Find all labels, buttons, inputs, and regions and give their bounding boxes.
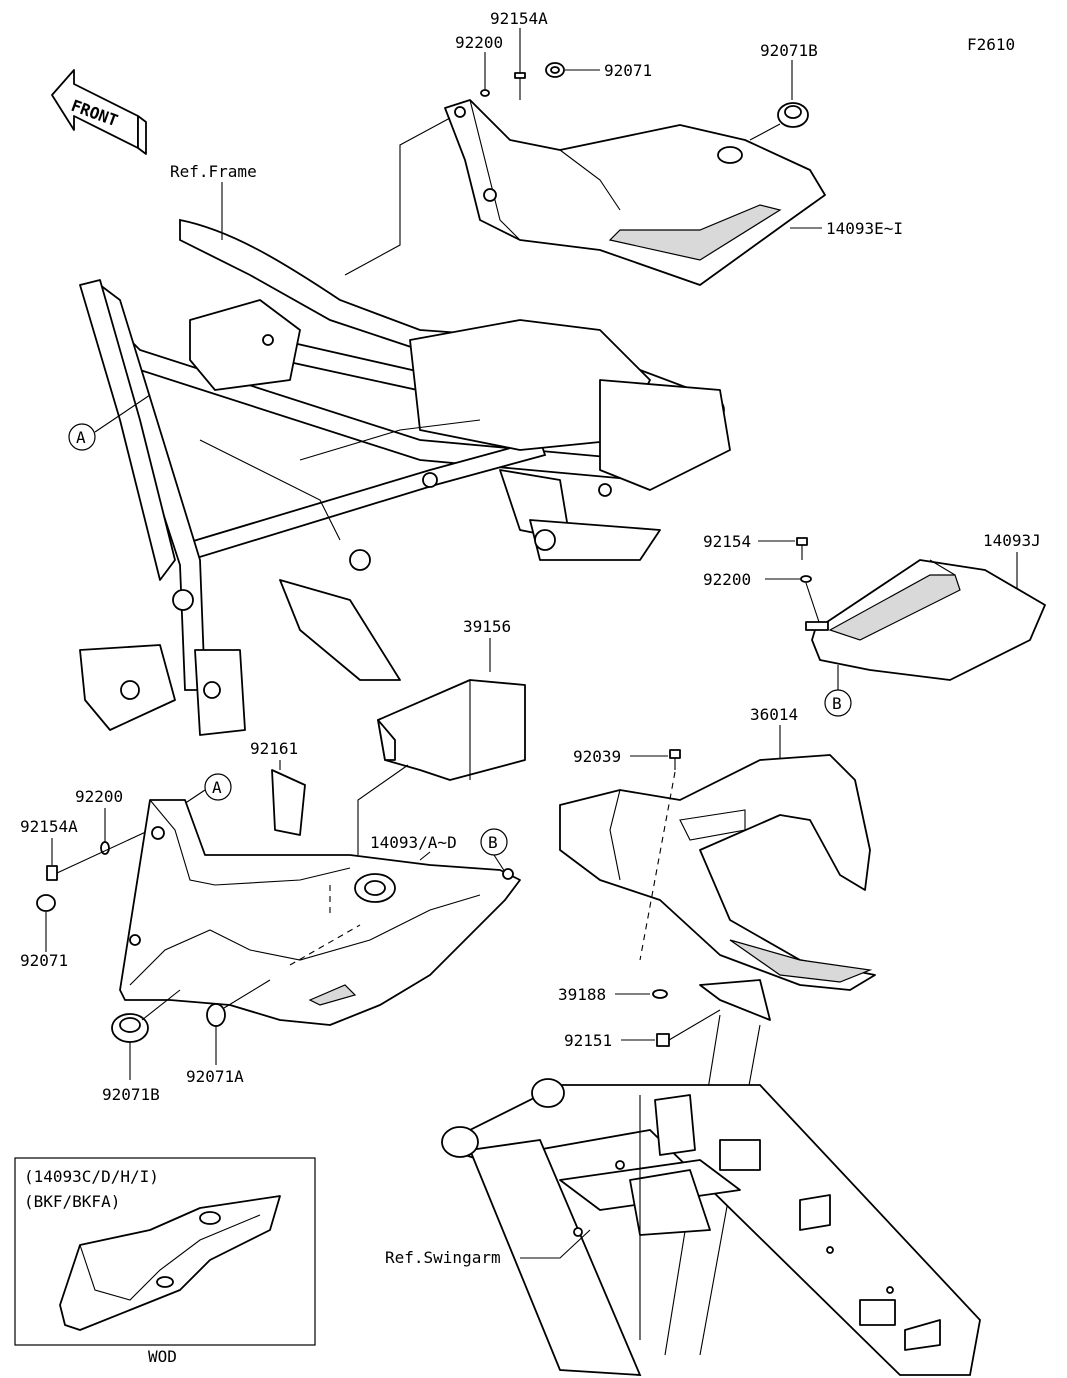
grommet-92071-left — [36, 894, 56, 912]
washer-39188 — [652, 989, 668, 999]
label-92071B-top: 92071B — [760, 41, 818, 60]
bolt-92154A-left — [46, 829, 151, 881]
label-92200-left: 92200 — [75, 787, 123, 806]
label-92154A-left: 92154A — [20, 817, 78, 836]
label-36014: 36014 — [750, 705, 798, 724]
inset-line2: (BKF/BKFA) — [24, 1192, 120, 1211]
label-14093J: 14093J — [983, 531, 1041, 550]
bolt-92151 — [656, 1009, 721, 1047]
inset-caption: WOD — [148, 1347, 177, 1366]
cover-14093J-drawing — [805, 559, 1046, 681]
label-92200-top: 92200 — [455, 33, 503, 52]
svg-text:A: A — [76, 428, 86, 447]
label-92071B-bottom: 92071B — [102, 1085, 160, 1104]
cover-14093A-D-drawing — [119, 799, 521, 1026]
svg-text:B: B — [488, 833, 498, 852]
label-39156: 39156 — [463, 617, 511, 636]
clip-92039 — [669, 749, 681, 770]
inset-line1: (14093C/D/H/I) — [24, 1167, 159, 1186]
grommet-92071-top — [545, 62, 565, 78]
label-92071-top: 92071 — [604, 61, 652, 80]
fender-36014-drawing — [559, 754, 876, 1021]
label-14093E-I: 14093E~I — [826, 219, 903, 238]
label-14093A-D: 14093/A~D — [370, 833, 457, 852]
ref-frame-label: Ref.Frame — [170, 162, 257, 181]
ref-swingarm-label: Ref.Swingarm — [385, 1248, 501, 1267]
label-92071-left: 92071 — [20, 951, 68, 970]
grommet-92071B-top — [777, 102, 809, 128]
label-92071A: 92071A — [186, 1067, 244, 1086]
inset-cover-drawing — [59, 1195, 281, 1331]
label-92154-right: 92154 — [703, 532, 751, 551]
bolt-92154A-top — [514, 72, 526, 100]
pad-39156-drawing — [377, 679, 526, 781]
label-92154A-top: 92154A — [490, 9, 548, 28]
washer-92200-left — [100, 841, 110, 855]
label-92151: 92151 — [564, 1031, 612, 1050]
pad-92161-drawing — [271, 769, 306, 836]
cover-14093E-I-drawing — [444, 99, 826, 286]
callout-B-left: B — [480, 828, 508, 873]
figure-code: F2610 — [967, 35, 1015, 54]
svg-text:A: A — [212, 778, 222, 797]
label-92200-right: 92200 — [703, 570, 751, 589]
callout-A-frame: A — [68, 394, 151, 451]
svg-text:B: B — [832, 694, 842, 713]
frame-drawing — [79, 218, 731, 736]
inset-box — [14, 1157, 316, 1346]
bolt-92154-right — [796, 537, 808, 560]
front-arrow-icon: FRONT — [51, 69, 147, 155]
callout-B-right: B — [824, 665, 852, 717]
label-92161: 92161 — [250, 739, 298, 758]
label-92039: 92039 — [573, 747, 621, 766]
washer-92200-right — [800, 575, 812, 583]
label-39188: 39188 — [558, 985, 606, 1004]
swingarm-drawing — [441, 1078, 981, 1376]
washer-92200-top — [480, 89, 490, 97]
